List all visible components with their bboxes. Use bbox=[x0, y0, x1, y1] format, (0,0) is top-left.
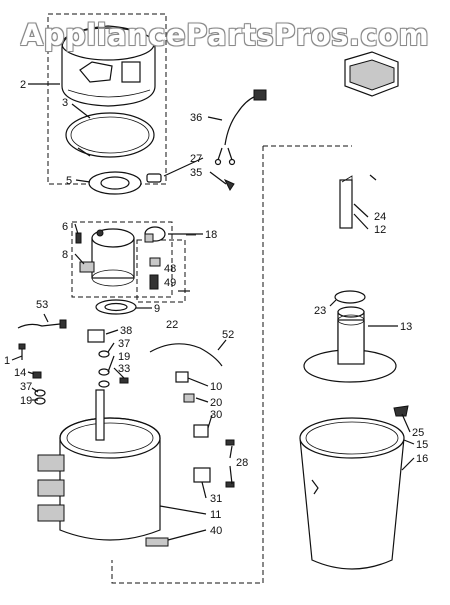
label-plate bbox=[145, 537, 169, 547]
callout-33: 33 bbox=[118, 363, 130, 375]
callout-37a: 37 bbox=[118, 338, 130, 350]
mount-bracket bbox=[193, 424, 209, 438]
washer-small bbox=[34, 397, 46, 405]
callout-12: 12 bbox=[374, 224, 386, 236]
handle-button bbox=[344, 51, 399, 97]
callout-2: 2 bbox=[20, 79, 26, 91]
callout-1: 1 bbox=[4, 355, 10, 367]
callout-27: 27 bbox=[190, 153, 202, 165]
callout-53: 53 bbox=[36, 299, 48, 311]
relay bbox=[149, 257, 161, 267]
callout-31: 31 bbox=[210, 493, 222, 505]
switch-group-box bbox=[136, 239, 186, 303]
callout-labels: 2 3 5 36 27 35 6 8 18 48 49 22 9 53 38 3… bbox=[4, 79, 428, 537]
callout-38: 38 bbox=[120, 325, 132, 337]
washer-small bbox=[98, 368, 110, 376]
callout-18: 18 bbox=[205, 229, 217, 241]
wire-harness bbox=[214, 89, 267, 166]
callout-20: 20 bbox=[210, 397, 222, 409]
callout-49: 49 bbox=[164, 277, 176, 289]
watermark: AppliancePartsPros.com bbox=[20, 18, 430, 52]
screw bbox=[225, 481, 235, 488]
callout-8: 8 bbox=[62, 249, 68, 261]
callout-5: 5 bbox=[66, 175, 72, 187]
clip bbox=[175, 371, 189, 383]
jumper-wire bbox=[149, 343, 223, 367]
callout-35: 35 bbox=[190, 167, 202, 179]
callout-22: 22 bbox=[166, 319, 178, 331]
callout-13: 13 bbox=[400, 321, 412, 333]
strain-relief bbox=[146, 173, 162, 183]
bucket bbox=[299, 417, 405, 570]
block bbox=[193, 467, 211, 483]
housing bbox=[37, 389, 161, 541]
callout-10: 10 bbox=[210, 381, 222, 393]
terminal bbox=[149, 274, 159, 290]
callout-16: 16 bbox=[416, 453, 428, 465]
callout-14: 14 bbox=[14, 367, 26, 379]
top-cover bbox=[61, 25, 156, 107]
callout-36: 36 bbox=[190, 112, 202, 124]
callout-28: 28 bbox=[236, 457, 248, 469]
callout-24: 24 bbox=[374, 211, 386, 223]
callout-52: 52 bbox=[222, 329, 234, 341]
screw bbox=[75, 232, 82, 244]
nut bbox=[32, 371, 42, 379]
seal bbox=[88, 171, 142, 195]
connector bbox=[223, 178, 235, 191]
agitator bbox=[303, 290, 397, 383]
callout-23: 23 bbox=[314, 305, 326, 317]
bucket-clip bbox=[393, 405, 409, 417]
callout-19a: 19 bbox=[118, 351, 130, 363]
callout-48: 48 bbox=[164, 263, 176, 275]
callout-9: 9 bbox=[154, 303, 160, 315]
callout-6: 6 bbox=[62, 221, 68, 233]
callout-37b: 37 bbox=[20, 381, 32, 393]
leader-lines bbox=[11, 83, 415, 541]
callout-40: 40 bbox=[210, 525, 222, 537]
callout-15: 15 bbox=[416, 439, 428, 451]
washer-small bbox=[98, 380, 110, 388]
callout-3: 3 bbox=[62, 97, 68, 109]
assembly-path-line bbox=[111, 146, 264, 584]
capacitor bbox=[144, 226, 166, 243]
motor bbox=[79, 228, 135, 287]
motor-group-box bbox=[71, 221, 173, 298]
callout-19b: 19 bbox=[20, 395, 32, 407]
callout-25: 25 bbox=[412, 427, 424, 439]
callout-30: 30 bbox=[210, 409, 222, 421]
pin bbox=[369, 174, 377, 181]
washer bbox=[95, 299, 137, 315]
retainer bbox=[119, 377, 129, 384]
bracket bbox=[183, 393, 195, 403]
washer-small bbox=[98, 350, 110, 358]
shaft bbox=[339, 175, 353, 229]
screw bbox=[225, 439, 235, 446]
gasket-ring bbox=[65, 112, 155, 158]
power-cord bbox=[17, 323, 61, 329]
callout-11: 11 bbox=[210, 509, 221, 521]
switch bbox=[87, 329, 105, 343]
